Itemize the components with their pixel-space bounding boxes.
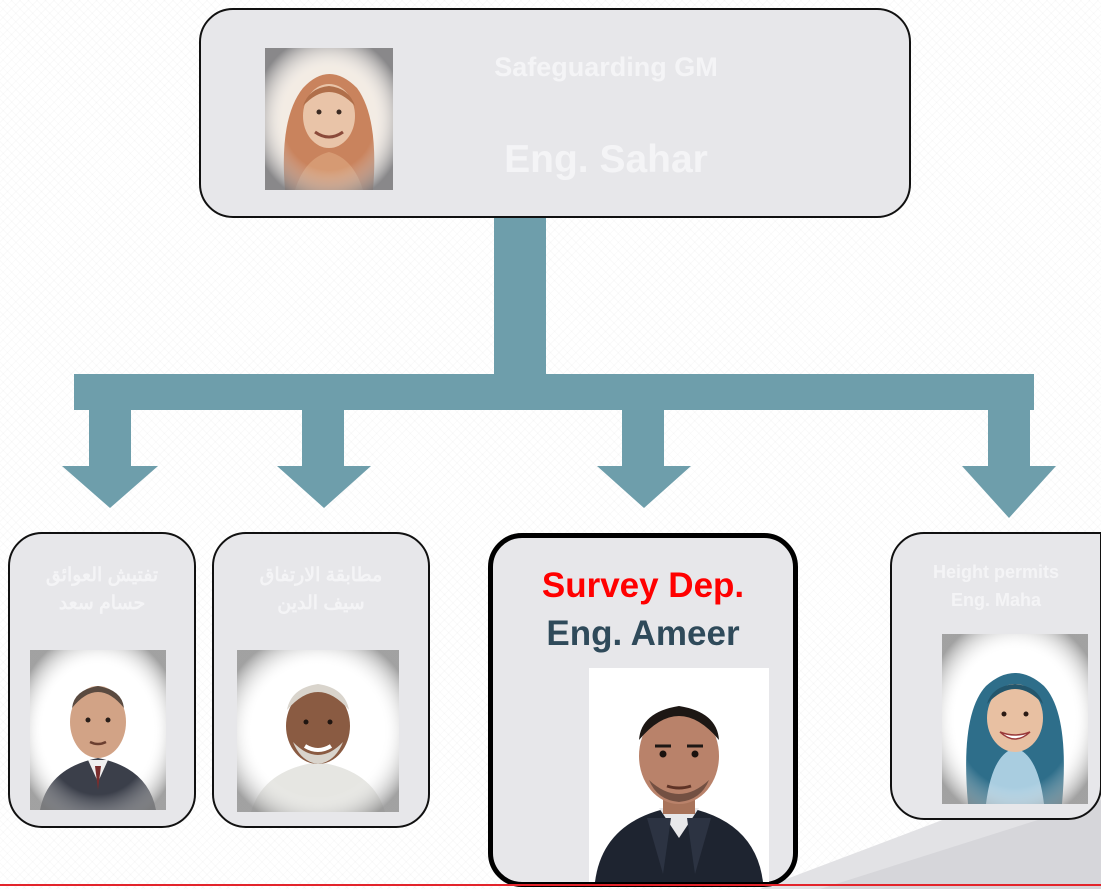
child-node-1-line2: حسام سعد <box>58 593 146 614</box>
older-man-portrait-icon <box>237 650 399 812</box>
child-node-2-photo <box>237 650 399 812</box>
top-node-name: Eng. Sahar <box>504 138 708 181</box>
connector-arrow-2 <box>277 466 371 508</box>
woman-headscarf-smiling-portrait-icon <box>942 634 1088 804</box>
child-node-3-name: Eng. Ameer <box>546 614 740 653</box>
connector-crossbar <box>74 374 1034 410</box>
child-node-obstacle-inspection: تفتيش العوائق حسام سعد <box>8 532 196 828</box>
connector-trunk <box>494 216 546 376</box>
connector-stem-3 <box>622 406 664 468</box>
child-node-3-photo <box>589 668 769 882</box>
top-node-photo <box>265 48 393 190</box>
child-node-easement-matching: مطابقة الارتفاق سيف الدين <box>212 532 430 828</box>
connector-arrow-3 <box>597 466 691 508</box>
connector-arrow-4 <box>962 466 1056 518</box>
connector-stem-2 <box>302 406 344 468</box>
child-node-4-line2: Eng. Maha <box>950 590 1041 610</box>
connector-arrow-1 <box>62 466 158 508</box>
top-node-title: Safeguarding GM <box>494 52 718 82</box>
bottom-red-rule <box>0 884 1101 886</box>
man-dark-jacket-portrait-icon <box>589 668 769 882</box>
connector-stem-1 <box>89 406 131 468</box>
woman-headscarf-icon <box>265 48 393 190</box>
man-suit-portrait-icon <box>30 650 166 810</box>
child-node-1-photo <box>30 650 166 810</box>
child-node-2-line2: سيف الدين <box>277 593 365 614</box>
child-node-3-title: Survey Dep. <box>541 566 745 605</box>
child-node-survey-dep: Survey Dep. Eng. Ameer <box>488 533 798 887</box>
connector-stem-4 <box>988 406 1030 468</box>
connector-shapes <box>62 216 1056 518</box>
top-node: Safeguarding GM Eng. Sahar <box>199 8 911 218</box>
child-node-2-line1: مطابقة الارتفاق <box>259 565 383 586</box>
child-node-4-photo <box>942 634 1088 804</box>
child-node-4-line1: Height permits <box>932 562 1060 582</box>
child-node-height-permits: Height permits Eng. Maha <box>890 532 1101 820</box>
child-node-1-line1: تفتيش العوائق <box>45 565 159 586</box>
